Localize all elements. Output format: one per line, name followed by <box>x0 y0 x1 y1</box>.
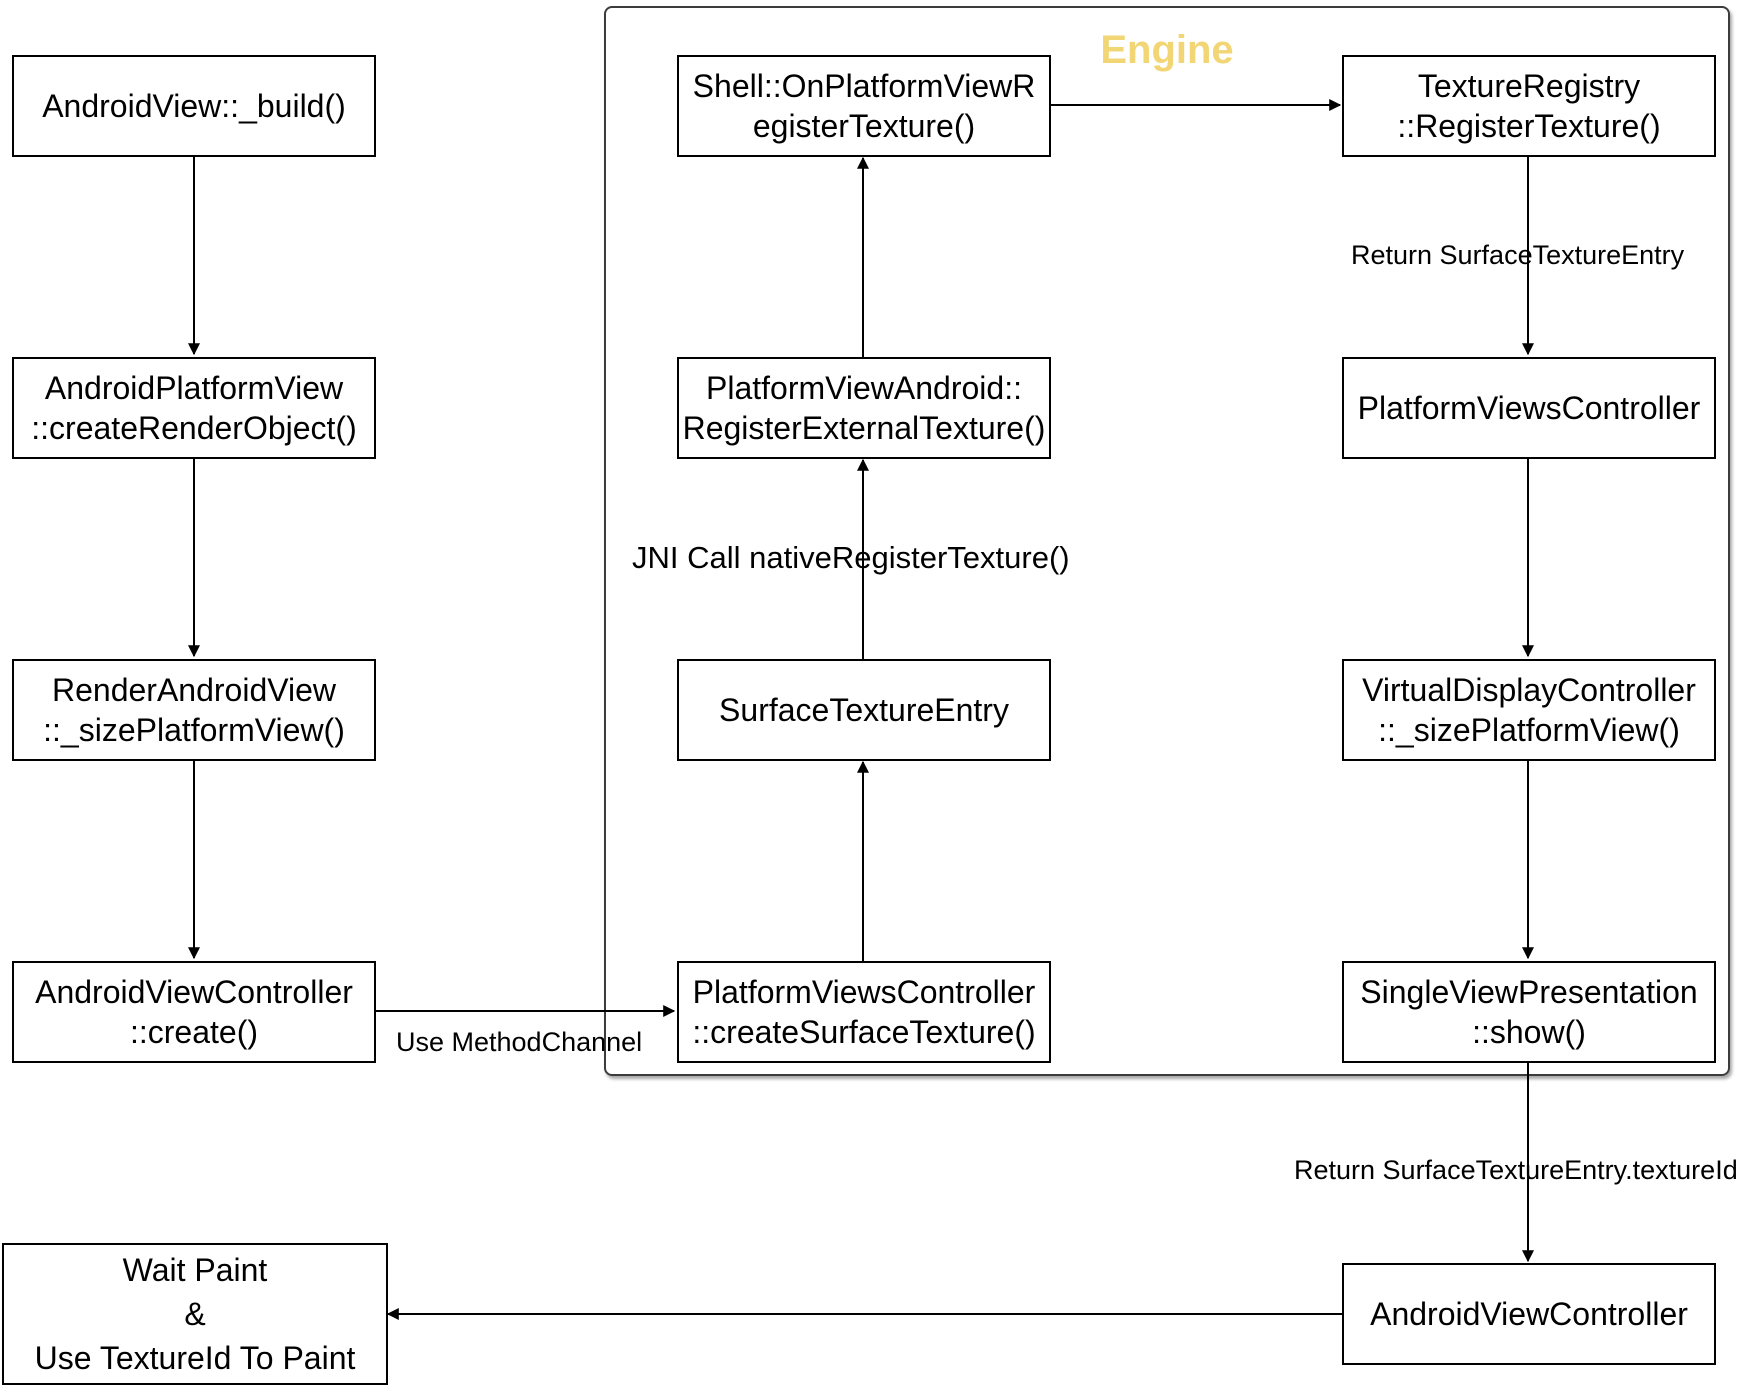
node-android-view-build: AndroidView::_build() <box>12 55 376 157</box>
label-jni-call: JNI Call nativeRegisterTexture() <box>632 540 1070 575</box>
node-texture-registry: TextureRegistry ::RegisterTexture() <box>1342 55 1716 157</box>
node-android-view-controller: AndroidViewController <box>1342 1263 1716 1365</box>
label-use-method-channel: Use MethodChannel <box>396 1027 643 1057</box>
node-platform-views-controller-create-surface: PlatformViewsController ::createSurfaceT… <box>677 961 1051 1063</box>
node-android-view-controller-create: AndroidViewController ::create() <box>12 961 376 1063</box>
node-platform-views-controller: PlatformViewsController <box>1342 357 1716 459</box>
node-platform-view-android-register: PlatformViewAndroid:: RegisterExternalTe… <box>677 357 1051 459</box>
node-render-android-view: RenderAndroidView ::_sizePlatformView() <box>12 659 376 761</box>
node-surface-texture-entry: SurfaceTextureEntry <box>677 659 1051 761</box>
engine-title: Engine <box>1100 28 1234 72</box>
label-return-surface-texture-entry: Return SurfaceTextureEntry <box>1351 240 1685 270</box>
label-return-texture-id: Return SurfaceTextureEntry.textureId <box>1294 1155 1738 1185</box>
node-wait-paint: Wait Paint & Use TextureId To Paint <box>2 1243 388 1385</box>
node-android-platform-view: AndroidPlatformView ::createRenderObject… <box>12 357 376 459</box>
node-single-view-presentation: SingleViewPresentation ::show() <box>1342 961 1716 1063</box>
node-virtual-display-controller: VirtualDisplayController ::_sizePlatform… <box>1342 659 1716 761</box>
engine-group: Engine <box>604 6 1730 1076</box>
node-shell-on-platform-view: Shell::OnPlatformViewR egisterTexture() <box>677 55 1051 157</box>
